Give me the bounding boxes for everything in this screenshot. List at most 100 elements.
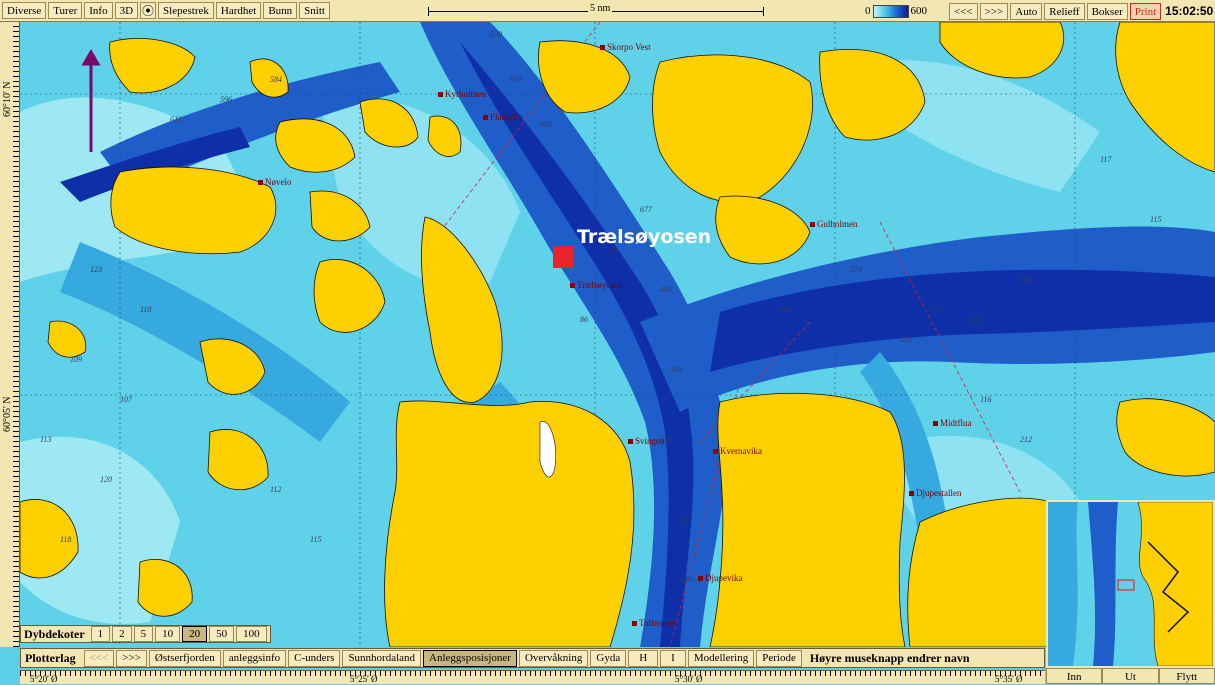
menu-diverse[interactable]: Diverse: [2, 2, 47, 19]
svg-text:109: 109: [70, 355, 82, 364]
move-button[interactable]: Flytt: [1158, 668, 1215, 684]
layer-ostserfjorden[interactable]: Østserfjorden: [148, 649, 221, 667]
svg-text:115: 115: [1150, 215, 1161, 224]
svg-text:584: 584: [270, 75, 282, 84]
lon-label-4: 5°35' Ø: [995, 674, 1023, 684]
svg-text:86: 86: [580, 315, 588, 324]
lon-label-1: 5°20' Ø: [30, 674, 58, 684]
contour-1[interactable]: 1: [90, 626, 111, 642]
svg-text:682: 682: [540, 120, 552, 129]
svg-text:118: 118: [60, 535, 71, 544]
svg-text:555: 555: [660, 435, 672, 444]
print-button[interactable]: Print: [1129, 2, 1162, 20]
layer-overvakning[interactable]: Overvåkning: [518, 649, 589, 667]
svg-text:45: 45: [610, 245, 618, 254]
layer-sunnhordaland[interactable]: Sunnhordaland: [342, 649, 422, 667]
svg-text:118: 118: [140, 305, 151, 314]
place-kyrholmen[interactable]: Kyrholmen: [438, 89, 486, 99]
svg-text:677: 677: [640, 205, 653, 214]
menu-info[interactable]: Info: [84, 2, 113, 19]
bokser-button[interactable]: Bokser: [1086, 2, 1128, 20]
svg-text:117: 117: [1100, 155, 1112, 164]
layer-anleggsposisjoner[interactable]: Anleggsposisjoner: [423, 649, 517, 667]
plotter-layer-bar: Plotterlag <<< >>> Østserfjorden anleggs…: [20, 648, 1045, 668]
menu-slepestrek[interactable]: Slepestrek: [158, 2, 214, 19]
contour-100[interactable]: 100: [236, 626, 267, 642]
contour-50[interactable]: 50: [209, 626, 235, 642]
auto-button[interactable]: Auto: [1010, 2, 1043, 20]
zoom-in-button[interactable]: Inn: [1046, 668, 1103, 684]
layer-modellering[interactable]: Modellering: [687, 649, 755, 667]
svg-text:558: 558: [670, 365, 682, 374]
svg-text:583: 583: [1020, 275, 1032, 284]
scale-bar: 5 nm: [428, 3, 764, 19]
svg-text:575: 575: [930, 305, 942, 314]
layer-periode[interactable]: Periode: [756, 649, 802, 667]
place-djupevika[interactable]: Djupevika: [698, 573, 743, 583]
place-traelsoyosen[interactable]: Trælsøyosen: [570, 280, 623, 290]
zoom-out-button[interactable]: Ut: [1102, 668, 1159, 684]
menu-3d[interactable]: 3D: [114, 2, 139, 19]
depth-contours-title: Dybdekoter: [24, 626, 85, 641]
svg-text:624: 624: [970, 315, 982, 324]
svg-text:485: 485: [660, 285, 672, 294]
svg-text:596: 596: [220, 95, 232, 104]
contour-20[interactable]: 20: [182, 626, 208, 642]
layer-gyda[interactable]: Gyda: [590, 649, 627, 667]
depth-contours-panel: Dybdekoter 1 2 5 10 20 50 100: [20, 625, 271, 643]
site-label: Trælsøyosen: [577, 226, 712, 248]
overview-graphic: [1048, 502, 1213, 666]
site-marker[interactable]: [553, 246, 574, 268]
latitude-scale: 60°10' N 60°05' N: [0, 22, 20, 647]
depth-max: 600: [910, 5, 928, 17]
svg-text:123: 123: [90, 265, 102, 274]
place-svingen[interactable]: Svingen: [628, 436, 665, 446]
lat-label-mid: 60°05' N: [2, 396, 13, 432]
svg-text:546: 546: [780, 305, 792, 314]
plotter-prev[interactable]: <<<: [83, 649, 115, 667]
place-midtflua[interactable]: Midtflua: [933, 418, 972, 428]
depth-min: 0: [865, 5, 871, 17]
longitude-scale: 5°20' Ø 5°25' Ø 5°30' Ø 5°35' Ø: [20, 670, 1045, 684]
svg-text:559: 559: [900, 335, 912, 344]
svg-text:212: 212: [1020, 435, 1032, 444]
place-flatoyfla[interactable]: Flatøyfla: [483, 112, 523, 122]
overview-map[interactable]: [1046, 500, 1215, 668]
menu-bunn[interactable]: Bunn: [263, 2, 298, 19]
place-tofteneset[interactable]: Tofteneset: [632, 618, 676, 628]
svg-text:120: 120: [100, 475, 112, 484]
svg-text:570: 570: [490, 30, 502, 39]
place-djupestallen[interactable]: Djupestallen: [909, 488, 962, 498]
svg-text:112: 112: [270, 485, 281, 494]
next-button[interactable]: >>>: [979, 2, 1009, 20]
svg-text:115: 115: [310, 535, 321, 544]
plotter-next[interactable]: >>>: [116, 649, 147, 667]
contour-10[interactable]: 10: [155, 626, 181, 642]
layer-c-unders[interactable]: C-unders: [288, 649, 341, 667]
menu-turer[interactable]: Turer: [48, 2, 83, 19]
place-kvernavika[interactable]: Kvernavika: [713, 446, 762, 456]
plotter-hint: Høyre museknapp endrer navn: [809, 650, 970, 665]
target-icon[interactable]: ⦿: [140, 2, 157, 19]
plotter-title: Plotterlag: [25, 650, 76, 665]
relieff-button[interactable]: Relieff: [1044, 2, 1085, 20]
menu-snitt[interactable]: Snitt: [299, 2, 330, 19]
scale-label: 5 nm: [588, 3, 613, 14]
overview-controls: Inn Ut Flytt: [1046, 668, 1215, 684]
depth-gradient: [872, 4, 909, 18]
contour-2[interactable]: 2: [112, 626, 132, 642]
place-skorpo-vest[interactable]: Skorpo Vest: [600, 42, 651, 52]
layer-h[interactable]: H: [628, 649, 659, 667]
svg-text:557: 557: [680, 515, 693, 524]
prev-button[interactable]: <<<: [949, 2, 978, 20]
contour-5[interactable]: 5: [133, 626, 154, 642]
clock: 15:02:50: [1165, 4, 1214, 18]
place-gulholmen[interactable]: Gulholmen: [810, 219, 858, 229]
menu-hardhet[interactable]: Hardhet: [215, 2, 262, 19]
layer-i[interactable]: I: [660, 649, 686, 667]
place-novelo[interactable]: Nøvelo: [258, 177, 292, 187]
layer-anleggsinfo[interactable]: anleggsinfo: [222, 649, 287, 667]
lon-label-3: 5°30' Ø: [675, 674, 703, 684]
